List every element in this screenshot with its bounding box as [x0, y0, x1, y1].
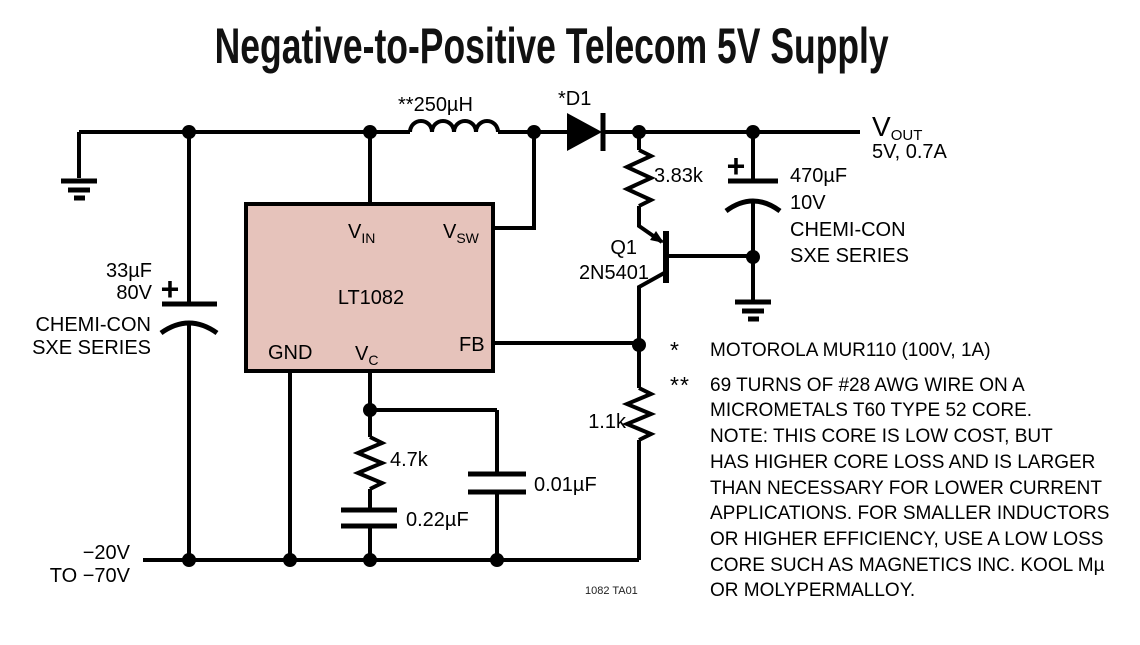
- note-line: NOTE: THIS CORE IS LOW COST, BUT: [710, 426, 1053, 448]
- cap-output-plus: +: [727, 148, 746, 184]
- note-lines: MOTOROLA MUR110 (100V, 1A): [710, 338, 1136, 364]
- cap-output-value: 470µF: [790, 165, 847, 187]
- r-top-leads-wire: [637, 132, 664, 244]
- cap-input-plus: +: [161, 271, 180, 307]
- figure-id-label: 1082 TA01: [585, 585, 638, 597]
- vout-rating-label: 5V, 0.7A: [872, 141, 948, 163]
- diode-label: *D1: [558, 88, 591, 110]
- resistor-zigzag: [621, 386, 657, 442]
- cap-fb-label: 0.01µF: [534, 474, 597, 496]
- junction-dot: [746, 125, 760, 139]
- diode-anode-triangle: [567, 113, 602, 151]
- q1-part-label: 2N5401: [579, 262, 649, 284]
- note-row: ** 69 TURNS OF #28 AWG WIRE ON A MICROME…: [670, 371, 1136, 604]
- ic-lt1082-body: [244, 202, 495, 373]
- resistor-r-fb-symbol: [621, 386, 657, 442]
- junction-dot: [182, 125, 196, 139]
- note-bullet: *: [670, 337, 680, 363]
- ic-pin-vsw-label: VSW: [443, 221, 480, 246]
- cap-output-voltage: 10V: [790, 192, 826, 214]
- notes-block: * MOTOROLA MUR110 (100V, 1A) ** 69 TURNS…: [670, 337, 1136, 604]
- cap-curved-plate: [724, 198, 782, 214]
- r-top-label: 3.83k: [654, 165, 704, 187]
- ic-pin-vsw-main: V: [443, 221, 457, 243]
- junction-dot: [632, 338, 646, 352]
- ic-pin-vin-sub: IN: [361, 230, 375, 246]
- vsw-pin-wire: [493, 132, 536, 230]
- r-fb-label: 1.1k: [588, 411, 627, 433]
- cap-input-symbol: [159, 301, 219, 336]
- vout-label: VOUT: [872, 111, 922, 144]
- resistor-r-vc-symbol: [352, 435, 388, 491]
- page-title-text: Negative-to-Positive Telecom 5V Supply: [214, 18, 890, 74]
- ic-pin-vc-sub: C: [368, 352, 378, 368]
- note-line: OR HIGHER EFFICIENCY, USE A LOW LOSS: [710, 528, 1104, 550]
- ic-pin-gnd-label: GND: [268, 342, 312, 364]
- ic-pin-vc-label: VC: [355, 343, 378, 368]
- transistor-q1-symbol: [650, 231, 669, 283]
- cap-curved-plate: [159, 320, 219, 336]
- resistor-zigzag: [352, 435, 388, 491]
- junction-dot: [363, 553, 377, 567]
- vout-label-main: V: [872, 111, 891, 142]
- cap-fb-symbol: [468, 471, 526, 495]
- note-line: APPLICATIONS. FOR SMALLER INDUCTORS: [710, 503, 1110, 525]
- cap-vc-label: 0.22µF: [406, 509, 469, 531]
- junction-dot: [283, 553, 297, 567]
- note-line: 69 TURNS OF #28 AWG WIRE ON A: [710, 374, 1025, 396]
- cap-input-value: 33µF: [106, 260, 152, 282]
- note-line: HAS HIGHER CORE LOSS AND IS LARGER: [710, 451, 1096, 473]
- junction-dot: [363, 125, 377, 139]
- note-bullet: **: [670, 371, 690, 398]
- vout-label-sub: OUT: [891, 127, 923, 144]
- ic-pin-vsw-sub: SW: [456, 230, 479, 246]
- cap-input-voltage: 80V: [116, 282, 152, 304]
- resistor-r-top-symbol: [622, 148, 656, 208]
- junction-dot: [182, 553, 196, 567]
- vc-pin-wire: [368, 371, 497, 412]
- junction-dot: [746, 250, 760, 264]
- note-line: OR MOLYPERMALLOY.: [710, 580, 916, 602]
- cap-output-mfr: CHEMI-CON: [790, 219, 906, 241]
- cap-input-mfr: CHEMI-CON: [35, 314, 151, 336]
- ic-part-label: LT1082: [338, 287, 404, 309]
- q1-collector-wire: [637, 270, 667, 345]
- neg-input-label-line2: TO −70V: [50, 565, 131, 587]
- r-vc-label: 4.7k: [390, 449, 429, 471]
- note-line: THAN NECESSARY FOR LOWER CURRENT: [710, 477, 1103, 499]
- junction-dot: [490, 553, 504, 567]
- junction-dot: [527, 125, 541, 139]
- page-title: Negative-to-Positive Telecom 5V Supply: [0, 21, 1104, 71]
- resistor-zigzag: [622, 148, 656, 208]
- cap-vc-symbol: [341, 507, 397, 529]
- note-line: MICROMETALS T60 TYPE 52 CORE.: [710, 400, 1033, 422]
- junction-dots: [182, 125, 760, 567]
- note-row: * MOTOROLA MUR110 (100V, 1A): [670, 337, 1136, 364]
- cap-output-series: SXE SERIES: [790, 245, 909, 267]
- ic-pin-vc-main: V: [355, 343, 369, 365]
- junction-dot: [363, 403, 377, 417]
- neg-input-label-line1: −20V: [83, 542, 131, 564]
- transistor-emitter-arrow: [650, 231, 664, 243]
- ic-pin-vin-main: V: [348, 221, 362, 243]
- inductor-symbol: [408, 119, 500, 133]
- ground-symbol-left: [61, 178, 97, 201]
- note-line: CORE SUCH AS MAGNETICS INC. KOOL Mµ: [710, 554, 1105, 576]
- note-line: MOTOROLA MUR110 (100V, 1A): [710, 340, 991, 361]
- inductor-label: **250µH: [398, 94, 473, 116]
- cap-output-symbol: [724, 178, 782, 214]
- ic-pin-vin-label: VIN: [348, 221, 375, 246]
- ic-pin-fb-label: FB: [459, 334, 485, 356]
- junction-dot: [632, 125, 646, 139]
- note-lines: 69 TURNS OF #28 AWG WIRE ON A MICROMETAL…: [710, 373, 1136, 604]
- diode-symbol: [567, 113, 606, 151]
- q1-ref-label: Q1: [610, 237, 637, 259]
- ground-symbol-right: [735, 299, 771, 322]
- cap-input-series: SXE SERIES: [32, 337, 151, 359]
